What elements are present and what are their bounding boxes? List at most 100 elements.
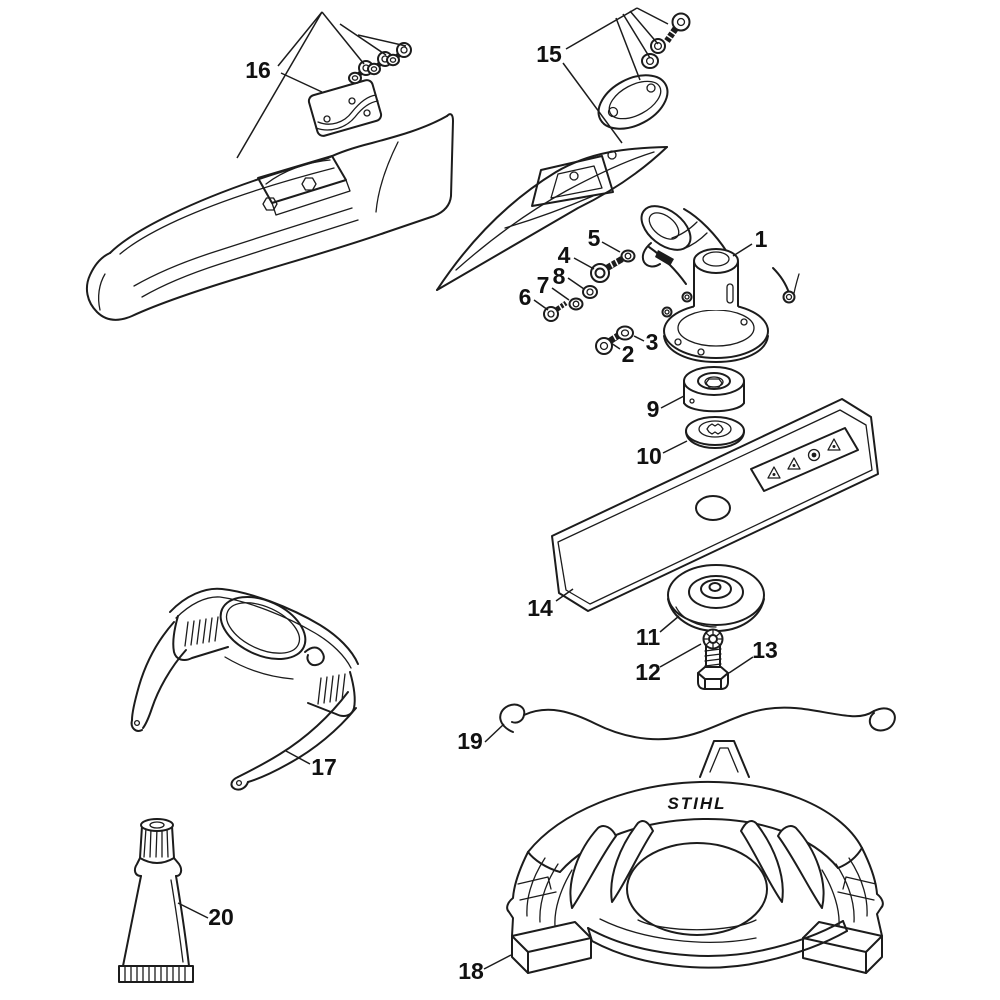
- washer-15-drawing-line: [641, 53, 659, 69]
- grease-tube-20-drawing-line: [139, 825, 143, 859]
- callout-label-6: 6: [519, 284, 532, 310]
- guard-18-drawing: STIHL: [506, 740, 884, 974]
- guard-18-drawing-line: [599, 918, 757, 943]
- gear-head-drawing-line: [702, 251, 730, 267]
- safety-glasses-17-drawing-line: [142, 649, 187, 729]
- bolt-15-drawing: [664, 12, 691, 43]
- leader-line-17: [285, 750, 311, 765]
- screw-6-drawing: [543, 300, 568, 322]
- lock-washer-12-drawing-line: [702, 630, 724, 648]
- thrust-washer-9-drawing-line: [683, 366, 745, 396]
- screws-16-drawing-line: [351, 75, 359, 81]
- safety-glasses-17-drawing-line: [235, 779, 243, 787]
- washer-3-drawing-line: [616, 325, 634, 341]
- screws-16-drawing-line: [348, 71, 362, 85]
- clamp-plate-16-drawing-line: [323, 115, 331, 123]
- deflector-16-drawing-line: [119, 167, 335, 255]
- wire-frame-19-drawing-line: [499, 703, 526, 733]
- clamp-plate-16-drawing-line: [315, 100, 379, 131]
- safety-glasses-17-drawing-line: [230, 776, 249, 791]
- grease-tube-20-drawing-line: [124, 966, 186, 982]
- warning-triangle-icon-line: [827, 438, 841, 451]
- washer-5-drawing: [620, 249, 636, 263]
- gear-head-drawing-line: [674, 338, 682, 346]
- wire-frame-19-drawing: [499, 703, 896, 741]
- gear-head-drawing-line: [681, 291, 693, 303]
- leader-line-19: [484, 723, 505, 743]
- thrust-washer-9-drawing-line: [689, 398, 695, 404]
- leader-line-20: [177, 902, 209, 919]
- washer-8-drawing: [582, 285, 598, 299]
- callout-label-3: 3: [646, 329, 659, 355]
- warning-triangle-icon-line: [767, 466, 781, 479]
- thrust-washer-9-drawing: [683, 366, 745, 413]
- leader-line-7: [551, 287, 570, 301]
- safety-glasses-17-drawing-line: [133, 719, 141, 727]
- deflector-15-drawing: [436, 146, 668, 291]
- rider-plate-11-drawing-line: [667, 564, 765, 626]
- clamp-plate-16-drawing: [307, 79, 383, 137]
- leader-line-1: [732, 243, 753, 257]
- callout-label-12: 12: [635, 659, 661, 685]
- grease-tube-20-drawing-line: [149, 821, 165, 829]
- gear-head-drawing-line: [682, 232, 708, 250]
- deflector-16-drawing-line: [85, 232, 385, 321]
- wire-frame-19-drawing-line: [868, 707, 896, 732]
- thrust-plate-10-drawing: [685, 416, 745, 449]
- screws-16-drawing-line: [396, 42, 412, 58]
- clamp-cover-15-drawing-line: [607, 106, 619, 118]
- washer-5-drawing-line: [620, 249, 636, 263]
- leader-line-10: [662, 440, 688, 454]
- guard-18-drawing-line: [837, 847, 863, 869]
- callout-label-10: 10: [636, 443, 662, 469]
- safety-glasses-17-drawing-line: [307, 671, 356, 717]
- leader-line-18: [483, 954, 512, 970]
- guard-18-drawing-line: [587, 920, 848, 942]
- callout-label-11: 11: [636, 624, 661, 650]
- screws-16-drawing-line: [400, 46, 408, 54]
- deflector-16-drawing-line: [383, 113, 454, 234]
- grease-tube-20-drawing-line: [118, 965, 194, 983]
- callout-label-1: 1: [755, 226, 768, 252]
- safety-glasses-17-drawing-line: [224, 656, 294, 680]
- washer-7-drawing: [568, 297, 584, 311]
- grease-tube-20-drawing-line: [170, 879, 184, 963]
- safety-glasses-17-drawing-line: [172, 615, 229, 661]
- guard-18-drawing-line: [526, 857, 573, 927]
- callout-label-16: 16: [245, 57, 271, 83]
- gear-head-drawing-line: [772, 267, 790, 294]
- leader-line-5: [601, 241, 621, 253]
- gear-head-drawing-line: [740, 318, 748, 326]
- grease-tube-20-drawing-line: [143, 827, 169, 858]
- bolt-4-drawing-line: [594, 267, 606, 279]
- grease-tube-20-drawing: [118, 818, 194, 983]
- collar-nut-13-drawing-line: [704, 648, 722, 667]
- blade-14-drawing-line: [557, 409, 873, 605]
- leader-line-15: [562, 62, 623, 144]
- guard-18-drawing-line: [610, 820, 654, 903]
- callout-label-4: 4: [558, 242, 571, 268]
- leader-line-16: [280, 72, 323, 93]
- gear-head-drawing-line: [785, 293, 793, 301]
- clamp-cover-15-drawing-line: [597, 74, 669, 130]
- gear-head-drawing: [640, 205, 800, 363]
- gear-head-drawing-line: [684, 294, 690, 300]
- deflector-15-drawing-line: [504, 195, 594, 229]
- thrust-washer-9-drawing-line: [683, 402, 745, 413]
- guard-18-drawing-line: [709, 747, 739, 773]
- blade-warning-label: [750, 427, 859, 492]
- safety-glasses-17-drawing-line: [317, 673, 346, 705]
- safety-glasses-17-drawing-line: [175, 596, 352, 669]
- bolt-4-drawing-line: [590, 263, 610, 283]
- warning-circle-icon-line: [807, 448, 821, 462]
- leader-line-15: [615, 17, 641, 81]
- stihl-logo-text: STIHL: [667, 794, 726, 813]
- deflector-16-drawing-line: [375, 141, 399, 213]
- rider-plate-11-drawing-line: [700, 579, 732, 599]
- warning-circle-icon-line: [811, 452, 817, 458]
- safety-glasses-17-drawing-line: [131, 621, 175, 721]
- wire-frame-19-drawing-line: [523, 706, 875, 741]
- grease-tube-20-drawing-line: [140, 818, 174, 832]
- deflector-15-drawing-line: [531, 155, 614, 207]
